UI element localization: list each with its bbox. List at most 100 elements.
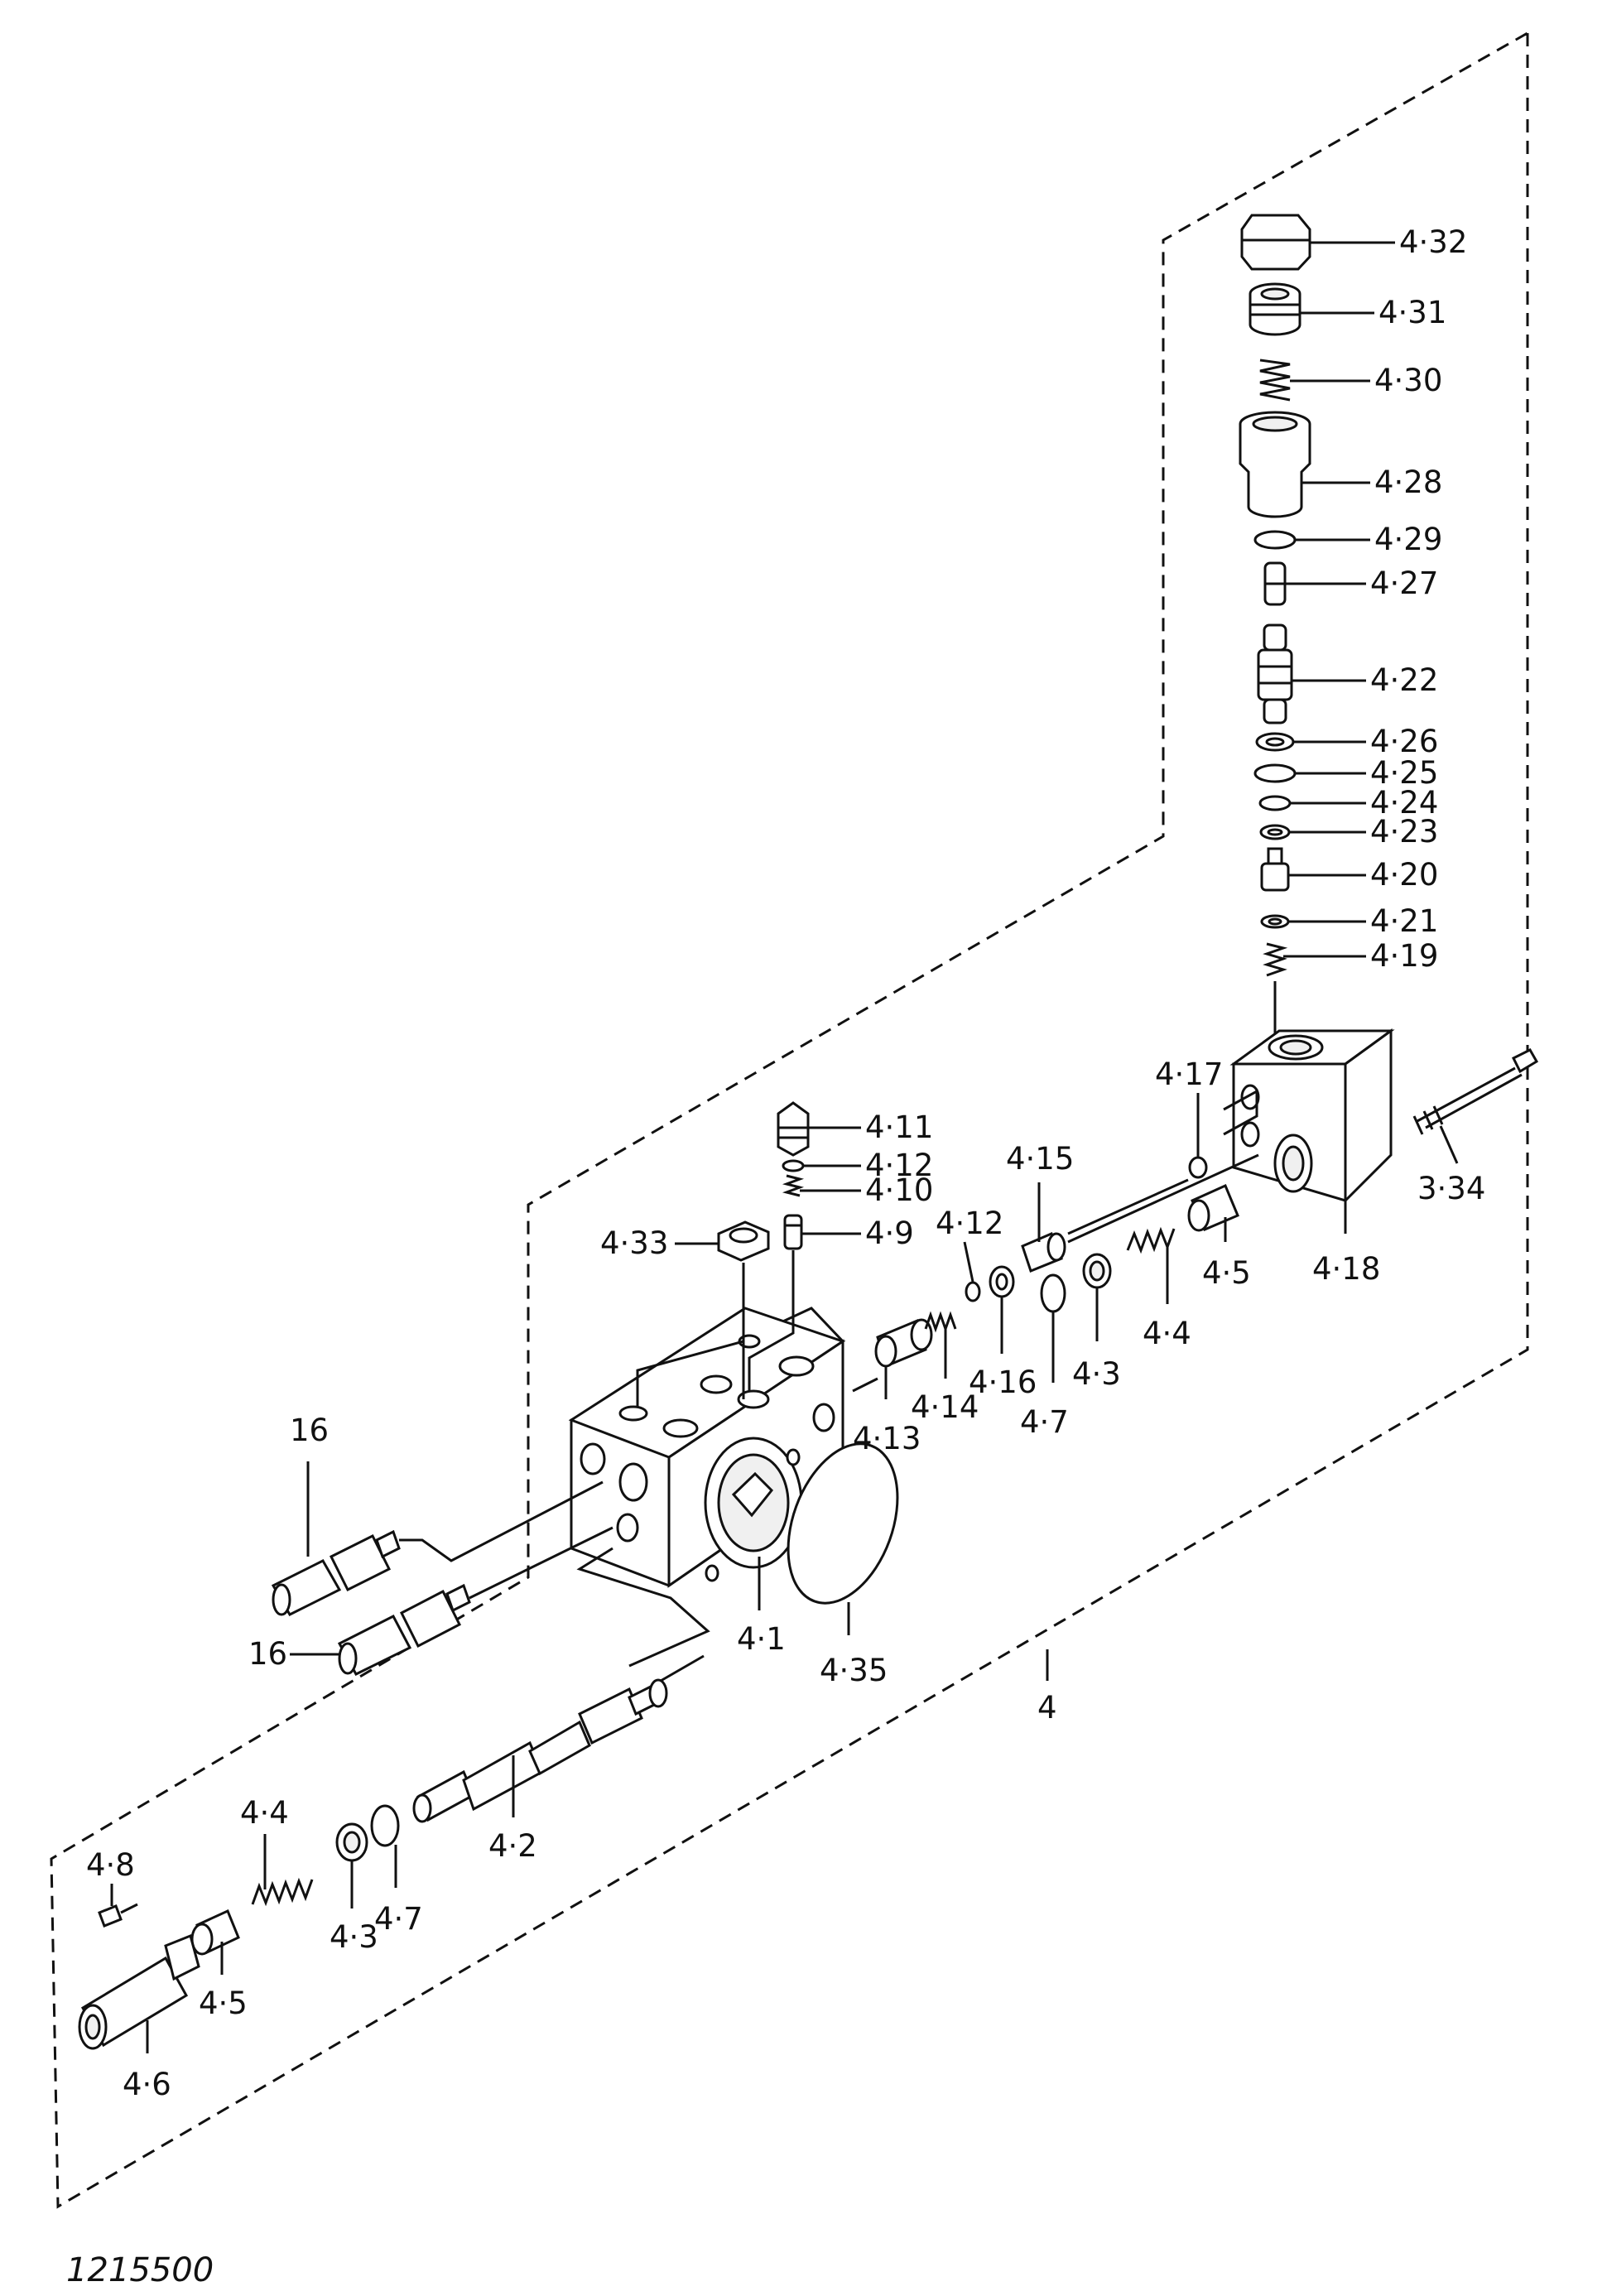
part-4-30-spring — [1259, 359, 1291, 402]
part-4-4-spring-lower — [251, 1877, 314, 1907]
callout-4-12-lower: 4·12 — [936, 1206, 1003, 1283]
plug-locator-lines — [636, 1250, 795, 1408]
part-16-fitting-upper — [271, 1529, 401, 1616]
callout-label: 4·17 — [1155, 1057, 1223, 1092]
callout-label: 16 — [290, 1413, 329, 1448]
part-4-5-collar-upper — [1187, 1183, 1239, 1232]
part-4-32-plug — [1240, 214, 1311, 271]
part-4-28-sleeve — [1239, 411, 1311, 518]
part-4-27-pin — [1263, 561, 1287, 606]
callout-4-31: 4·31 — [1300, 295, 1446, 330]
callout-4-7-upper: 4·7 — [1020, 1312, 1069, 1440]
callout-label: 4·2 — [488, 1828, 537, 1864]
callout-label: 4·11 — [865, 1109, 933, 1145]
part-4-33-plug — [717, 1220, 770, 1262]
callout-4-35: 4·35 — [820, 1602, 888, 1688]
spool-leader — [660, 1654, 705, 1682]
callout-4-6: 4·6 — [123, 2020, 171, 2102]
part-4-2-spool — [412, 1678, 668, 1823]
callout-4-33: 4·33 — [600, 1225, 719, 1261]
part-4-18-relief-block — [1223, 1028, 1395, 1204]
part-4-3-seat-upper — [1082, 1253, 1112, 1289]
part-4-5-collar-lower — [190, 1909, 240, 1956]
callout-4-3-upper: 4·3 — [1072, 1288, 1121, 1392]
callout-4-29: 4·29 — [1295, 522, 1442, 557]
callout-label: 4 — [1037, 1690, 1057, 1726]
callout-4-7-lower: 4·7 — [374, 1845, 423, 1937]
callout-4: 4 — [1037, 1649, 1057, 1726]
part-4-8-bolt — [98, 1903, 138, 1928]
callout-label: 4·23 — [1370, 814, 1438, 850]
part-4-7-o-ring-lower — [370, 1804, 400, 1847]
callout-4-14: 4·14 — [911, 1329, 979, 1425]
part-4-16-washer — [989, 1265, 1015, 1298]
callout-16-lower: 16 — [248, 1636, 339, 1672]
callout-4-5-lower: 4·5 — [199, 1942, 248, 2021]
callout-label: 4·13 — [853, 1421, 921, 1456]
part-4-24-o-ring — [1258, 795, 1292, 811]
callout-label: 4·35 — [820, 1653, 888, 1688]
part-4-7-o-ring-upper — [1040, 1273, 1066, 1313]
callout-4-11: 4·11 — [808, 1109, 933, 1145]
callout-label: 4·33 — [600, 1225, 668, 1261]
callout-label: 4·30 — [1374, 363, 1442, 398]
callout-label: 3·34 — [1417, 1171, 1485, 1206]
callout-4-19: 4·19 — [1283, 938, 1438, 974]
callout-4-22: 4·22 — [1292, 662, 1438, 698]
callout-4-13: 4·13 — [853, 1366, 921, 1456]
callout-label: 4·4 — [1143, 1316, 1191, 1351]
callout-4-30: 4·30 — [1290, 363, 1442, 398]
callout-16-upper: 16 — [290, 1413, 329, 1557]
callout-label: 4·5 — [1202, 1255, 1251, 1291]
callout-4-26: 4·26 — [1293, 724, 1438, 759]
callout-label: 4·29 — [1374, 522, 1442, 557]
spool-chain-centerline — [852, 1153, 1259, 1393]
callout-label: 4·28 — [1374, 464, 1442, 500]
callout-label: 4·12 — [936, 1206, 1003, 1241]
callout-4-8: 4·8 — [86, 1847, 135, 1906]
callout-label: 4·31 — [1378, 295, 1446, 330]
part-4-31-adjust-screw — [1249, 282, 1301, 336]
part-4-3-seat-lower — [335, 1822, 368, 1862]
part-4-26-washer — [1255, 732, 1295, 752]
callout-4-21: 4·21 — [1288, 903, 1438, 939]
callout-label: 4·22 — [1370, 662, 1438, 698]
callout-label: 4·4 — [240, 1795, 289, 1831]
part-4-4-spring-upper — [1126, 1226, 1176, 1254]
callout-4-16: 4·16 — [969, 1297, 1037, 1400]
callout-label: 4·6 — [123, 2067, 171, 2102]
callout-4-24: 4·24 — [1290, 785, 1438, 821]
assembly-boundary — [50, 31, 1529, 2209]
callout-4-10: 4·10 — [800, 1172, 933, 1208]
part-4-13-spool-end — [874, 1318, 933, 1369]
callout-4-25: 4·25 — [1295, 755, 1438, 791]
callout-label: 4·12 — [865, 1148, 933, 1183]
callout-label: 4·21 — [1370, 903, 1438, 939]
callout-4-23: 4·23 — [1289, 814, 1438, 850]
callout-4-3-lower: 4·3 — [330, 1860, 378, 1955]
callout-label: 4·3 — [330, 1919, 378, 1955]
part-4-9-poppet — [783, 1214, 803, 1250]
part-4-29-o-ring — [1253, 530, 1297, 550]
callout-label: 4·20 — [1370, 857, 1438, 893]
part-4-1-valve-body — [568, 1307, 846, 1588]
part-4-12-o-ring-lower — [965, 1281, 981, 1302]
callout-label: 4·7 — [1020, 1404, 1069, 1440]
part-4-23-washer — [1259, 824, 1291, 840]
part-4-10-spring — [782, 1174, 805, 1197]
callout-label: 4·8 — [86, 1847, 135, 1883]
callout-label: 4·32 — [1399, 224, 1467, 260]
callout-label: 4·18 — [1312, 1251, 1380, 1287]
callout-4-5-upper: 4·5 — [1202, 1217, 1251, 1291]
part-4-20-seat — [1260, 847, 1290, 892]
part-4-22-poppet — [1257, 623, 1293, 724]
part-4-25-o-ring — [1253, 763, 1297, 783]
callout-label: 4·9 — [865, 1215, 914, 1251]
part-4-12-o-ring-upper — [782, 1159, 805, 1172]
callout-4-2: 4·2 — [488, 1755, 537, 1864]
callout-label: 16 — [248, 1636, 287, 1672]
callout-4-20: 4·20 — [1288, 857, 1438, 893]
figure-id: 1215500 — [66, 2251, 214, 2289]
callout-label: 4·10 — [865, 1172, 933, 1208]
